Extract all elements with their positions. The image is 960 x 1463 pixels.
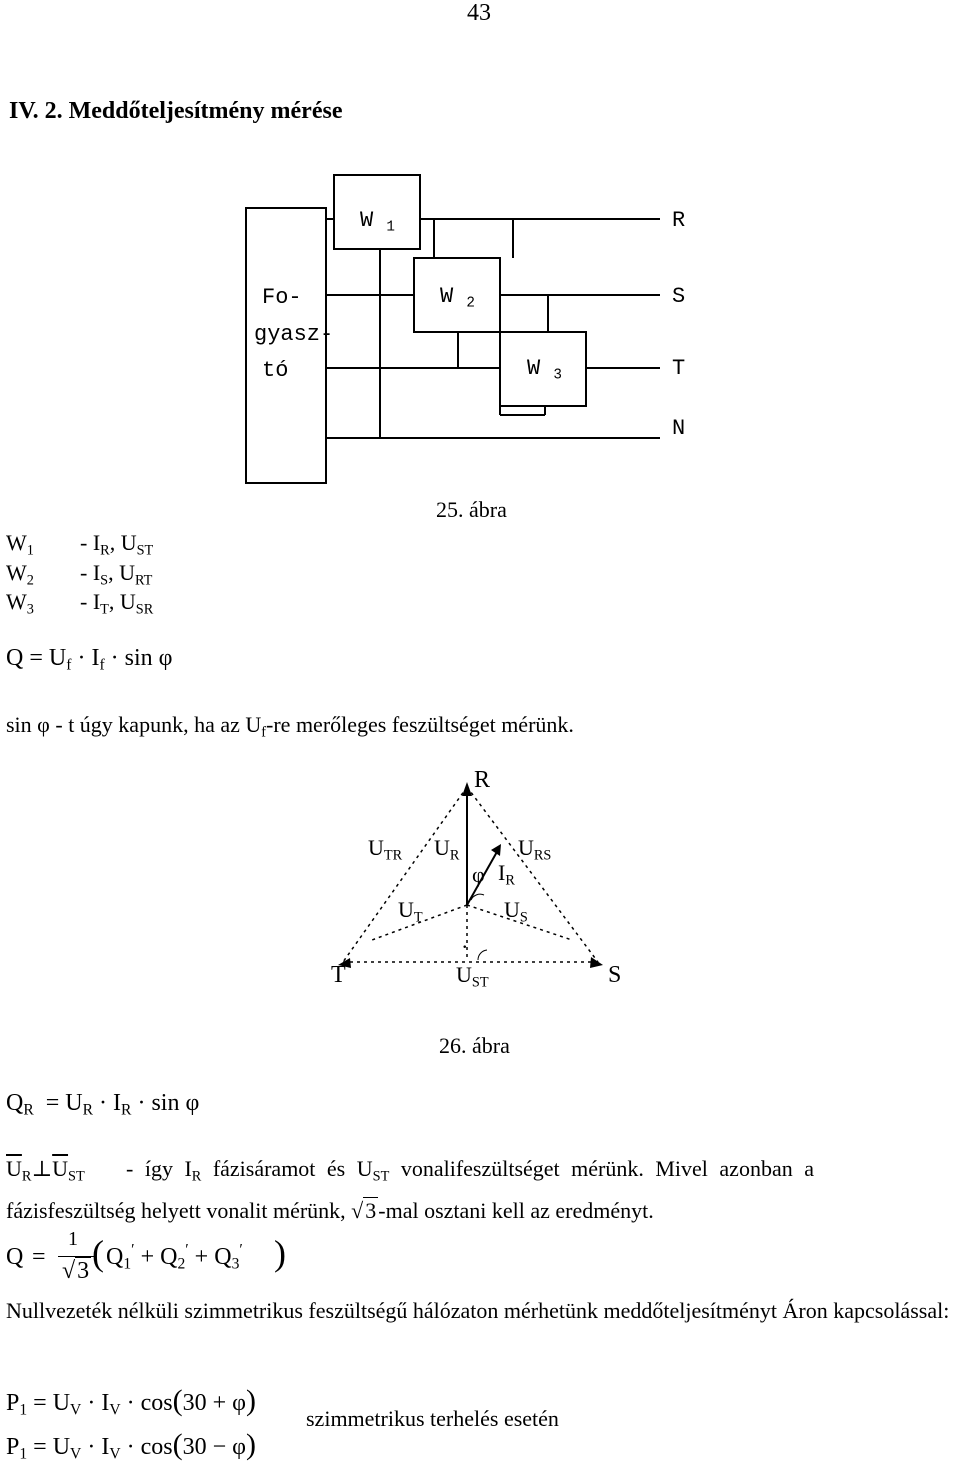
- ur-arrowhead: [462, 782, 472, 796]
- right-angle-dot: .: [462, 928, 468, 953]
- formula-qr: QR = UR · IR · sin φ: [6, 1090, 200, 1119]
- utr-dashed: [342, 786, 468, 963]
- page-number: 43: [467, 0, 491, 26]
- formula-q: Q = Uf · If · sin φ: [6, 645, 173, 674]
- ir-phasor: [466, 849, 499, 906]
- connection-desc: - IT, USR: [80, 589, 154, 618]
- perp-explanation: - így IR fázisáramot és UST vonalifeszül…: [126, 1156, 814, 1185]
- figure-26-caption: 26. ábra: [439, 1033, 510, 1058]
- symmetric-load-note: szimmetrikus terhelés esetén: [306, 1406, 559, 1431]
- sqrt3-sentence: fázisfeszültség helyett vonalit mérünk, …: [6, 1197, 654, 1223]
- consumer-label-2: gyasz-: [254, 322, 334, 347]
- aron-paragraph: Nullvezeték nélküli szimmetrikus feszült…: [6, 1298, 950, 1323]
- phase-s-label: S: [672, 284, 686, 309]
- utr-arrowhead: [338, 958, 351, 968]
- meter-w3-label: W 3: [527, 356, 562, 384]
- sentence-perpendicular: sin φ - t úgy kapunk, ha az Uf-re merőle…: [6, 712, 574, 741]
- perp-statement: UR⊥UST: [6, 1156, 85, 1185]
- connection-desc: - IS, URT: [80, 560, 153, 589]
- ir-arrowhead: [491, 844, 501, 856]
- vertex-t: T: [331, 962, 346, 988]
- connection-row: W3: [6, 589, 34, 618]
- section-title: IV. 2. Meddőteljesítmény mérése: [9, 98, 343, 124]
- label-ur: UR: [434, 835, 460, 864]
- vertex-s: S: [608, 962, 622, 988]
- vertex-r: R: [474, 767, 491, 793]
- label-us: US: [504, 897, 528, 926]
- label-phi: φ: [472, 862, 485, 887]
- meter-w2-label: W 2: [440, 284, 475, 312]
- formula-p1-minus: P1 = UV · IV · cos(30 − φ): [6, 1428, 256, 1463]
- connection-row: W1: [6, 530, 34, 559]
- formula-p1-plus: P1 = UV · IV · cos(30 + φ): [6, 1384, 256, 1419]
- figure-25-caption: 25. ábra: [436, 497, 507, 522]
- consumer-label-3: tó: [262, 358, 289, 383]
- phase-r-label: R: [672, 208, 686, 233]
- consumer-box: [245, 207, 327, 484]
- label-utr: UTR: [368, 835, 403, 864]
- meter-w1-label: W 1: [360, 208, 395, 236]
- phase-t-label: T: [672, 356, 686, 381]
- label-ut: UT: [398, 897, 423, 926]
- label-ir: IR: [498, 860, 515, 889]
- urs-dashed: [466, 786, 599, 963]
- consumer-label-1: Fo-: [262, 285, 302, 310]
- phase-n-label: N: [672, 416, 686, 441]
- label-urs: URS: [518, 835, 552, 864]
- label-ust: UST: [456, 962, 489, 991]
- connection-desc: - IR, UST: [80, 530, 154, 559]
- connection-row: W2: [6, 560, 34, 589]
- w1-box: [333, 174, 421, 250]
- urs-arrowhead: [590, 957, 603, 968]
